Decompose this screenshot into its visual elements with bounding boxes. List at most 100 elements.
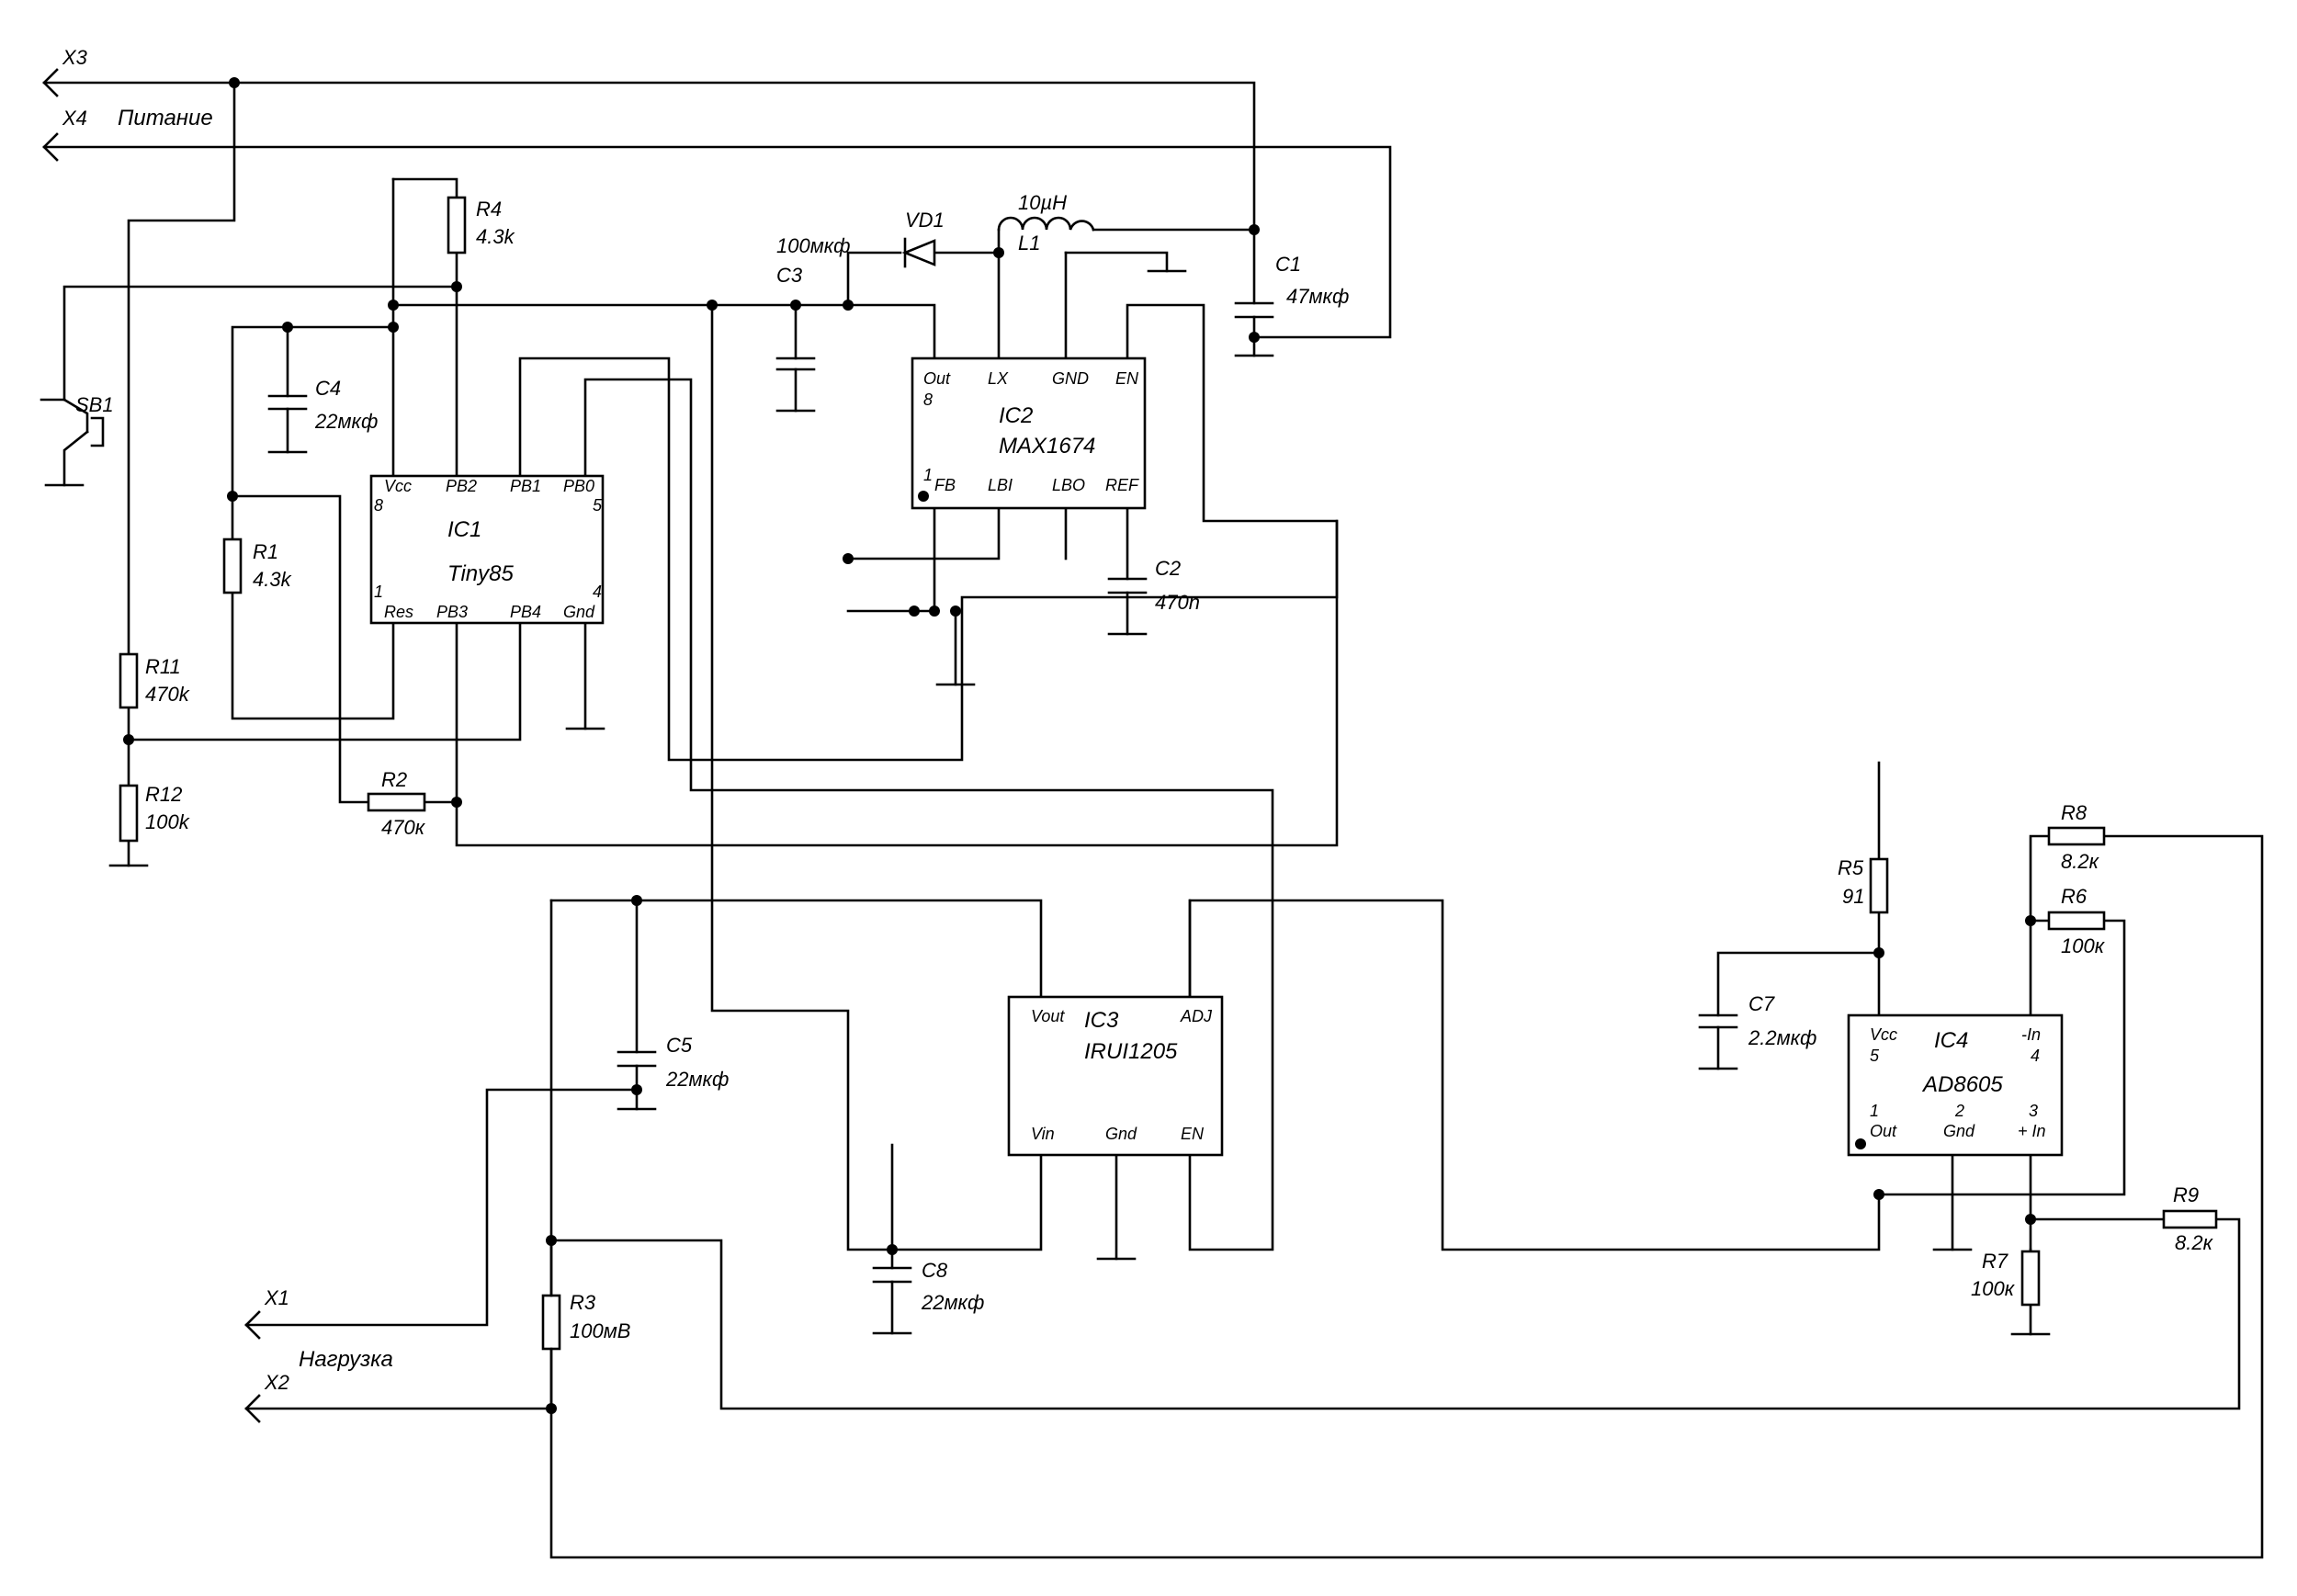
ic1-pin-number-1: 1: [374, 583, 383, 601]
resistor-r7-ref: R7: [1982, 1250, 2008, 1273]
ic4-pin-number-2: 2: [1954, 1102, 1964, 1120]
wires: [40, 81, 2264, 1559]
ic4-pin-in-plus: + In: [2018, 1122, 2046, 1140]
ic1-pin-gnd: Gnd: [563, 603, 595, 621]
ic3-pin-adj: ADJ: [1180, 1007, 1213, 1025]
capacitor-c1-value: 47мкф: [1286, 285, 1349, 308]
ic3-pin-en: EN: [1181, 1125, 1205, 1143]
capacitor-c1: C1 47мкф: [1234, 253, 1349, 319]
ic4-ad8605: Vcc -In 5 4 IC4 AD8605 1 2 3 Out Gnd + I…: [1847, 1013, 2064, 1157]
resistor-r3-value: 100мВ: [570, 1319, 630, 1342]
ic3-pin-gnd: Gnd: [1105, 1125, 1137, 1143]
ic1-pin-pb0: PB0: [563, 477, 594, 495]
ic4-pin-number-3: 3: [2029, 1102, 2038, 1120]
capacitor-c1-ref: C1: [1275, 253, 1301, 276]
capacitor-c4: C4 22мкф: [267, 377, 378, 454]
resistor-r9-value: 8.2к: [2175, 1231, 2214, 1254]
capacitor-c7: C7 2.2мкф: [1698, 992, 1816, 1049]
resistor-r9: R9 8.2к: [2162, 1183, 2218, 1254]
capacitor-c2-ref: C2: [1155, 557, 1181, 580]
resistor-r6-value: 100к: [2061, 934, 2106, 957]
capacitor-c2: C2 470n: [1107, 557, 1200, 614]
ic1-pin-res: Res: [384, 603, 413, 621]
resistor-r1-value: 4.3k: [253, 568, 292, 591]
ic2-pin-lbo: LBO: [1052, 476, 1085, 494]
ic1-pin-pb1: PB1: [510, 477, 541, 495]
ic2-pin-number-1: 1: [923, 466, 933, 484]
ic2-pin-number-8: 8: [923, 391, 933, 409]
ic2-pin1-marker: [918, 491, 929, 502]
ic2-pin-en: EN: [1115, 369, 1139, 388]
capacitor-c8-ref: C8: [922, 1259, 948, 1282]
ic4-part: AD8605: [1921, 1072, 2003, 1097]
capacitor-c4-value: 22мкф: [314, 410, 378, 433]
ic1-pin-number-4: 4: [593, 583, 602, 601]
ic2-max1674: Out LX GND EN 8 IC2 MAX1674 1 FB LBI LBO…: [911, 357, 1147, 510]
ic4-pin-number-4: 4: [2031, 1047, 2040, 1065]
junction-dots: [123, 77, 2036, 1414]
connector-x4-label: X4: [62, 107, 87, 130]
capacitor-c8-value: 22мкф: [921, 1291, 984, 1314]
capacitor-c4-ref: C4: [315, 377, 341, 400]
resistor-r3: R3 100мВ: [541, 1291, 630, 1351]
diode-vd1-ref: VD1: [905, 209, 945, 232]
resistor-r2: R2 470к: [367, 768, 426, 839]
connector-x2-label: X2: [264, 1371, 289, 1394]
resistor-r1-ref: R1: [253, 540, 278, 563]
ic3-pin-vout: Vout: [1031, 1007, 1065, 1025]
inductor-l1-value: 10µH: [1018, 191, 1067, 214]
resistor-r5: R5 91: [1838, 856, 1889, 914]
load-label: Нагрузка: [299, 1347, 393, 1372]
ic4-pin-number-5: 5: [1870, 1047, 1880, 1065]
ic2-pin-lbi: LBI: [988, 476, 1013, 494]
ic4-pin-out: Out: [1870, 1122, 1897, 1140]
capacitor-c3: 100мкф C3: [775, 234, 851, 371]
switch-sb1-label: SB1: [75, 393, 114, 416]
resistor-r9-ref: R9: [2173, 1183, 2199, 1206]
inductor-l1: 10µH L1: [997, 191, 1095, 255]
resistor-r3-ref: R3: [570, 1291, 596, 1314]
resistor-r12-ref: R12: [145, 783, 182, 806]
ic1-tiny85: Vcc PB2 PB1 PB0 8 5 IC1 Tiny85 1 4 Res P…: [369, 474, 605, 625]
resistor-r8-value: 8.2к: [2061, 850, 2100, 873]
ic2-part: MAX1674: [999, 434, 1095, 458]
resistor-r8-ref: R8: [2061, 801, 2088, 824]
connector-x2: X2 Нагрузка: [244, 1347, 393, 1423]
resistor-r2-value: 470к: [381, 816, 426, 839]
ic1-pin-pb2: PB2: [446, 477, 477, 495]
resistor-r12: R12 100k: [119, 783, 190, 843]
diode-vd1: VD1: [901, 209, 945, 268]
ic4-pin-in-minus: -In: [2021, 1025, 2041, 1044]
capacitor-c7-ref: C7: [1748, 992, 1775, 1015]
ic1-pin-pb4: PB4: [510, 603, 541, 621]
ic4-pin-vcc: Vcc: [1870, 1025, 1897, 1044]
connector-x1-label: X1: [264, 1286, 289, 1309]
resistor-r12-value: 100k: [145, 810, 190, 833]
resistor-r8: R8 8.2к: [2047, 801, 2106, 873]
inductor-l1-ref: L1: [1018, 232, 1040, 255]
ic2-pin-ref: REF: [1105, 476, 1139, 494]
resistor-r5-value: 91: [1842, 885, 1864, 908]
resistor-r7: R7 100к: [1971, 1250, 2041, 1307]
resistor-r1: R1 4.3k: [222, 538, 292, 594]
resistor-r11-ref: R11: [145, 655, 181, 678]
resistor-r2-ref: R2: [381, 768, 407, 791]
ic2-pin-out: Out: [923, 369, 951, 388]
capacitor-c5-value: 22мкф: [665, 1068, 729, 1091]
capacitor-c5: C5 22мкф: [617, 1034, 729, 1091]
capacitor-c5-ref: C5: [666, 1034, 693, 1057]
resistor-r4-value: 4.3k: [476, 225, 515, 248]
ic1-ref: IC1: [447, 517, 481, 542]
ic1-pin-vcc: Vcc: [384, 477, 412, 495]
connector-x3-label: X3: [62, 46, 88, 69]
ic3-ref: IC3: [1084, 1008, 1119, 1033]
connector-x1: X1: [244, 1286, 289, 1340]
power-label: Питание: [118, 106, 213, 130]
ic2-ref: IC2: [999, 403, 1033, 428]
ic4-pin-gnd: Gnd: [1943, 1122, 1975, 1140]
capacitor-c3-value: 100мкф: [776, 234, 851, 257]
ic3-part: IRUI1205: [1084, 1039, 1178, 1064]
capacitor-c8: C8 22мкф: [872, 1259, 984, 1314]
capacitor-c2-value: 470n: [1155, 591, 1200, 614]
ic1-pin-number-5: 5: [593, 496, 603, 515]
